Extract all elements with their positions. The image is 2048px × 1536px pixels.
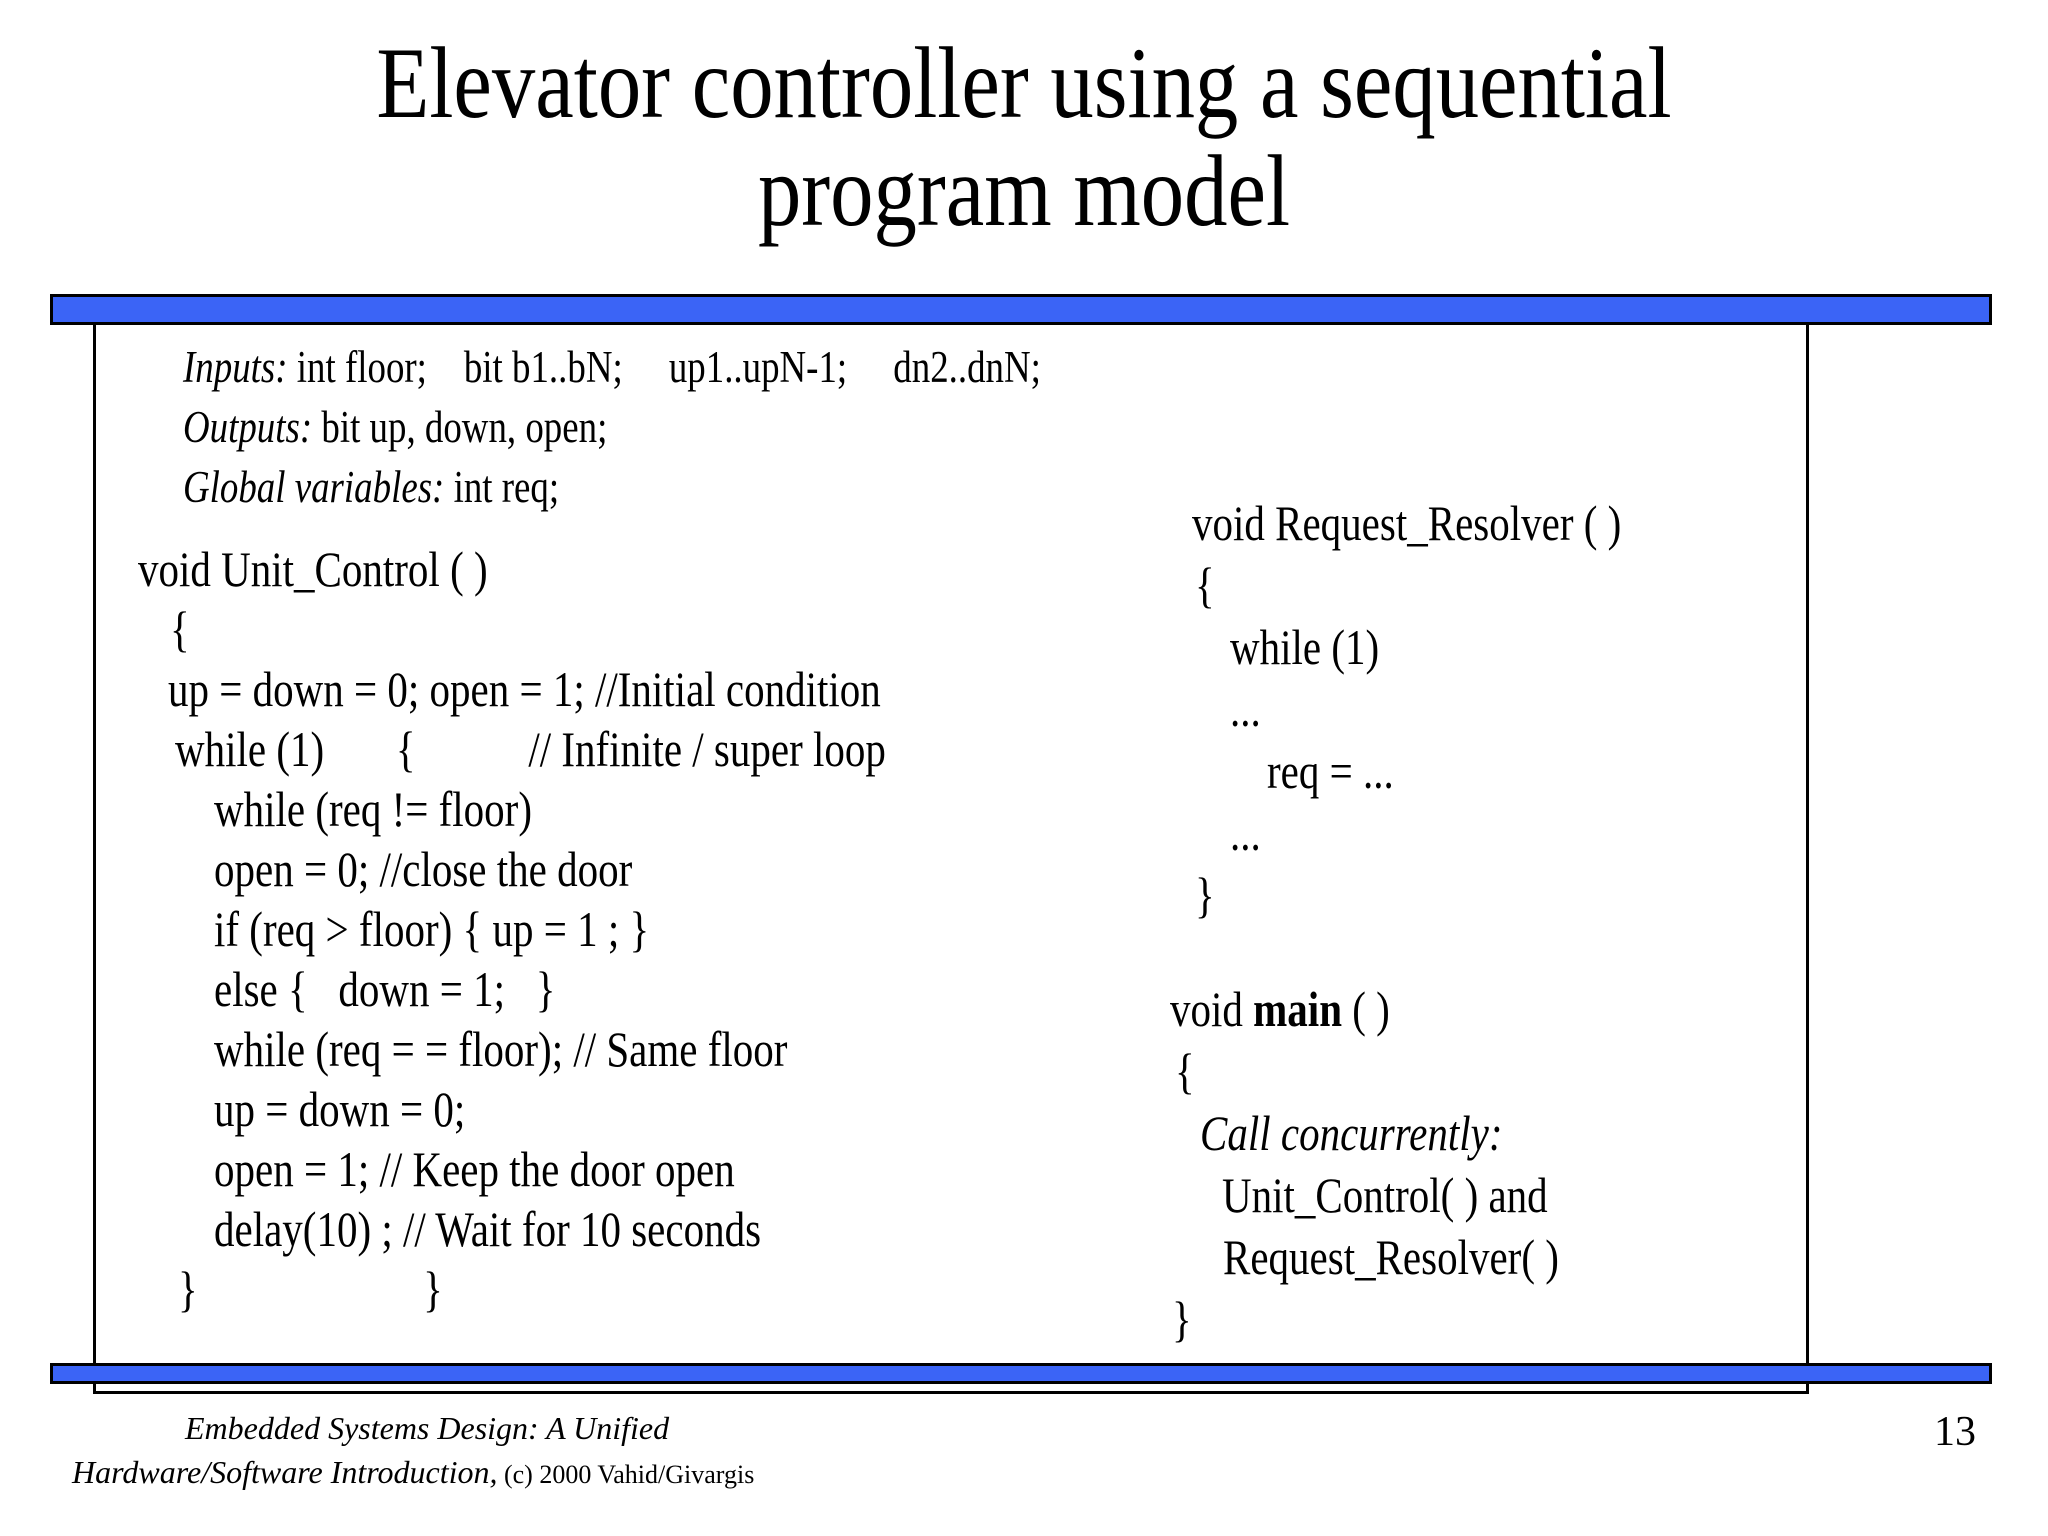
code-line: open = 0; //close the door	[214, 841, 633, 897]
code-line: while (1) { // Infinite / super loop	[175, 721, 886, 777]
code-line: Unit_Control( ) and	[1222, 1167, 1548, 1223]
footer-italic-text: Hardware/Software Introduction,	[72, 1454, 498, 1490]
code-line: void main ( )	[1170, 981, 1390, 1037]
top-divider-bar	[50, 294, 1992, 325]
code-line: }	[1195, 867, 1215, 923]
code-line: {	[1195, 557, 1215, 613]
code-line: ...	[1230, 805, 1261, 861]
code-line: up = down = 0;	[214, 1081, 466, 1137]
code-line: while (req != floor)	[214, 781, 532, 837]
code-line: while (1)	[1230, 619, 1380, 675]
footer-book-title-line1: Embedded Systems Design: A Unified	[185, 1408, 669, 1448]
code-line: void Request_Resolver ( )	[1192, 495, 1622, 551]
footer-book-title-line2: Hardware/Software Introduction, (c) 2000…	[72, 1452, 754, 1495]
title-line-2: program model	[757, 135, 1291, 248]
code-line: } }	[178, 1261, 443, 1317]
left-code-column: Inputs: int floor; bit b1..bN; up1..upN-…	[93, 337, 1229, 1319]
code-line: {	[170, 601, 190, 657]
code-line: while (req = = floor); // Same floor	[214, 1021, 788, 1077]
footer-italic-text: Embedded Systems Design: A Unified	[185, 1410, 670, 1446]
footer-copyright-text: (c) 2000 Vahid/Givargis	[497, 1460, 755, 1489]
code-line: void Unit_Control ( )	[138, 541, 488, 597]
code-panel-border	[93, 309, 1809, 1394]
code-line: open = 1; // Keep the door open	[214, 1141, 735, 1197]
code-line: Outputs: bit up, down, open;	[183, 402, 608, 452]
page-title: Elevator controller using a sequential p…	[0, 30, 2048, 246]
bottom-divider-bar	[50, 1363, 1992, 1384]
code-line: ...	[1230, 681, 1261, 737]
code-line: {	[1175, 1043, 1195, 1099]
code-line: else { down = 1; }	[214, 961, 556, 1017]
code-line: req = ...	[1267, 743, 1394, 799]
title-line-1: Elevator controller using a sequential	[376, 27, 1672, 140]
code-line: Call concurrently:	[1200, 1105, 1503, 1161]
code-line: Request_Resolver( )	[1223, 1229, 1559, 1285]
code-line: delay(10) ; // Wait for 10 seconds	[214, 1201, 762, 1257]
code-line: if (req > floor) { up = 1 ; }	[214, 901, 650, 957]
right-code-column: void Request_Resolver ( ) { while (1)...re…	[1145, 492, 1716, 1350]
code-line: Inputs: int floor; bit b1..bN; up1..upN-…	[183, 342, 1041, 392]
page-number: 13	[1934, 1409, 1976, 1455]
code-line: up = down = 0; open = 1; //Initial condi…	[168, 661, 881, 717]
code-line: }	[1172, 1291, 1192, 1347]
code-line: Global variables: int req;	[183, 462, 560, 512]
